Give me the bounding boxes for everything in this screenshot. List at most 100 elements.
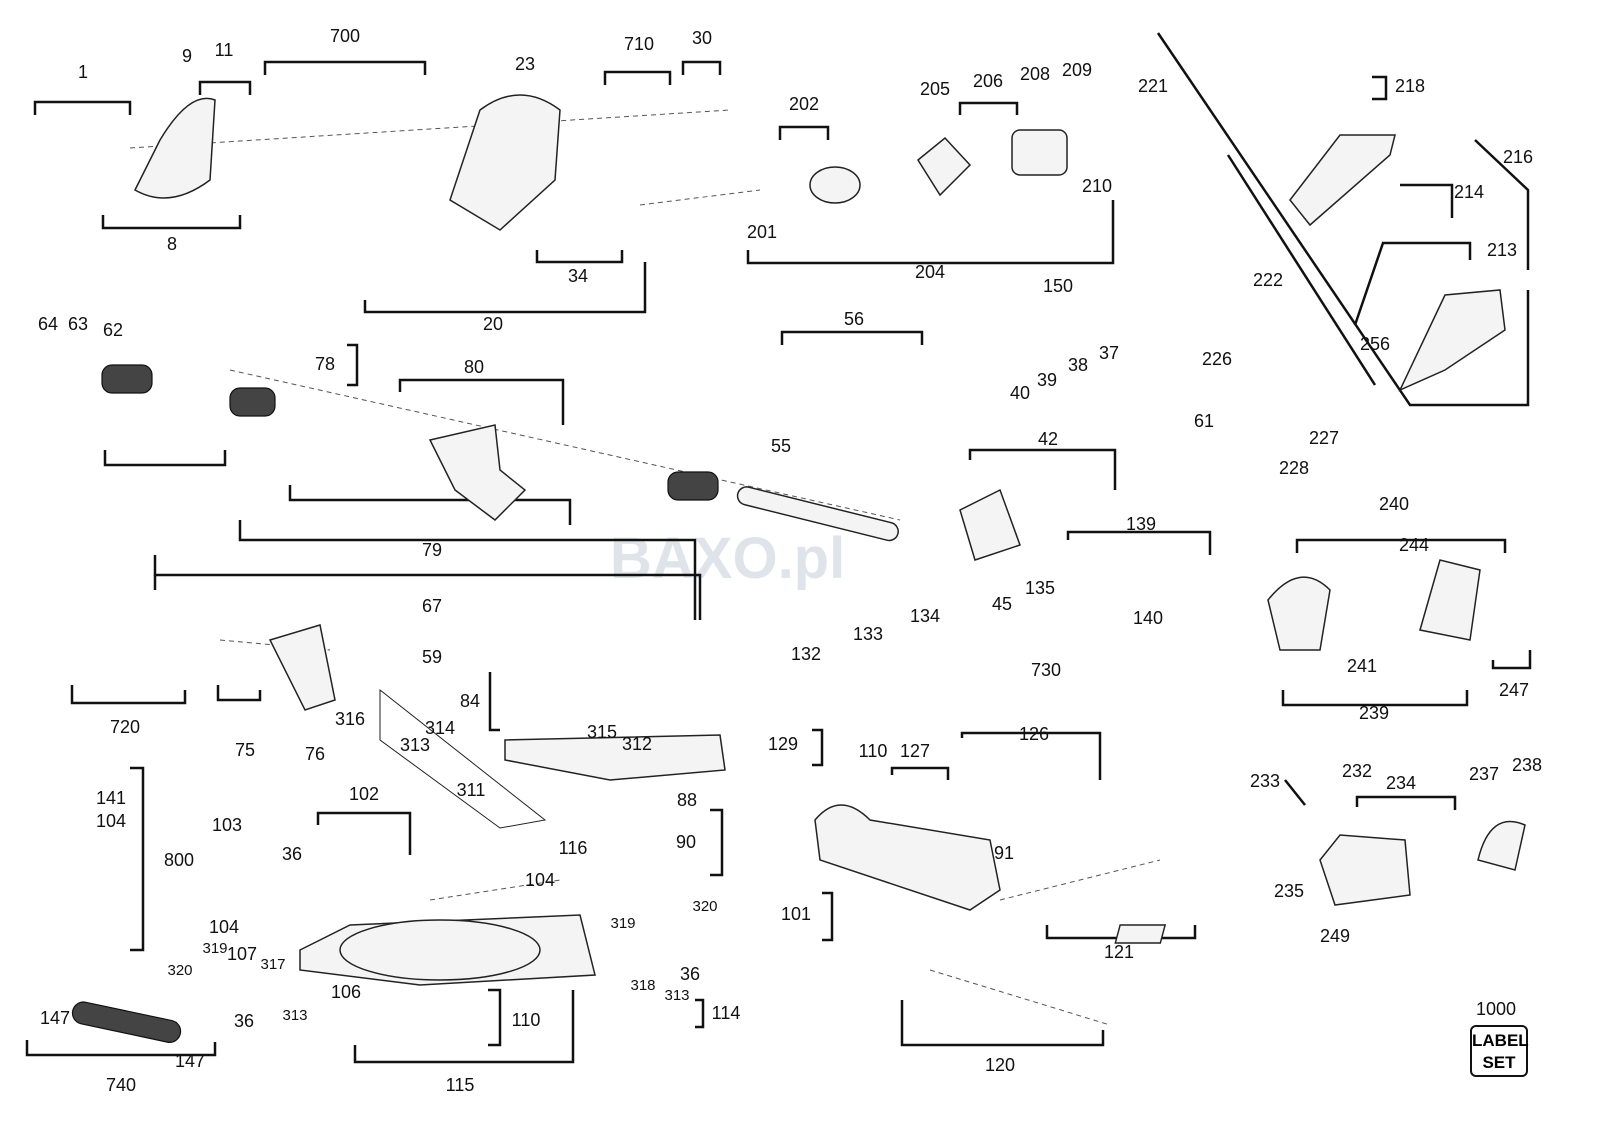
part-label-62: 62 <box>103 320 123 340</box>
part-label-700: 700 <box>330 26 360 46</box>
part-label-104: 104 <box>209 917 239 937</box>
part-label-36: 36 <box>680 964 700 984</box>
handle-upper <box>1289 134 1396 227</box>
part-label-238: 238 <box>1512 755 1542 775</box>
part-label-104: 104 <box>525 870 555 890</box>
part-label-75: 75 <box>235 740 255 760</box>
part-label-61: 61 <box>1194 411 1214 431</box>
part-label-213: 213 <box>1487 240 1517 260</box>
part-label-800: 800 <box>164 850 194 870</box>
part-label-730: 730 <box>1031 660 1061 680</box>
part-label-103: 103 <box>212 815 242 835</box>
part-label-232: 232 <box>1342 761 1372 781</box>
gear-housing <box>1319 834 1411 906</box>
part-label-209: 209 <box>1062 60 1092 80</box>
part-label-64: 64 <box>38 314 58 334</box>
part-label-40: 40 <box>1010 383 1030 403</box>
part-label-37: 37 <box>1099 343 1119 363</box>
part-label-150: 150 <box>1043 276 1073 296</box>
label-set-badge: LABEL SET <box>1470 1025 1529 1077</box>
part-label-134: 134 <box>910 606 940 626</box>
part-label-76: 76 <box>305 744 325 764</box>
slide-rod <box>736 486 899 542</box>
part-label-256: 256 <box>1360 334 1390 354</box>
part-label-317: 317 <box>260 956 285 973</box>
part-label-228: 228 <box>1279 458 1309 478</box>
part-label-127: 127 <box>900 741 930 761</box>
part-label-9: 9 <box>182 46 192 66</box>
part-label-110: 110 <box>859 741 888 761</box>
part-label-84: 84 <box>460 691 480 711</box>
part-label-235: 235 <box>1274 881 1304 901</box>
part-label-234: 234 <box>1386 773 1416 793</box>
part-label-147: 147 <box>40 1008 70 1028</box>
rail-end-left <box>101 364 153 394</box>
blower-cover <box>1419 559 1481 641</box>
part-label-244: 244 <box>1399 535 1429 555</box>
part-label-115: 115 <box>446 1075 475 1095</box>
turntable <box>339 919 541 981</box>
label-set-line2: SET <box>1482 1053 1516 1072</box>
part-label-312: 312 <box>622 734 652 754</box>
part-label-241: 241 <box>1347 656 1377 676</box>
part-label-247: 247 <box>1499 680 1529 700</box>
part-label-222: 222 <box>1253 270 1283 290</box>
part-label-63: 63 <box>68 314 88 334</box>
part-label-221: 221 <box>1138 76 1168 96</box>
part-label-11: 11 <box>215 40 234 60</box>
part-label-313: 313 <box>282 1007 307 1024</box>
part-label-710: 710 <box>624 34 654 54</box>
part-label-101: 101 <box>781 904 811 924</box>
part-label-30: 30 <box>692 28 712 48</box>
part-label-110: 110 <box>512 1010 541 1030</box>
stator <box>1011 129 1068 176</box>
part-label-139: 139 <box>1126 514 1156 534</box>
label-plate <box>1114 924 1167 944</box>
part-label-114: 114 <box>712 1003 741 1023</box>
part-label-132: 132 <box>791 644 821 664</box>
dust-hose <box>71 1001 182 1043</box>
part-label-315: 315 <box>587 722 617 742</box>
part-label-237: 237 <box>1469 764 1499 784</box>
part-label-218: 218 <box>1395 76 1425 96</box>
part-label-147: 147 <box>175 1051 205 1071</box>
part-label-216: 216 <box>1503 147 1533 167</box>
part-label-34: 34 <box>568 266 588 286</box>
cover-76 <box>268 624 336 711</box>
part-label-208: 208 <box>1020 64 1050 84</box>
part-label-316: 316 <box>335 709 365 729</box>
part-label-91: 91 <box>994 843 1014 863</box>
slide-carrier <box>428 424 527 521</box>
part-label-740: 740 <box>106 1075 136 1095</box>
part-label-239: 239 <box>1359 703 1389 723</box>
part-label-202: 202 <box>789 94 819 114</box>
part-label-226: 226 <box>1202 349 1232 369</box>
part-label-205: 205 <box>920 79 950 99</box>
armature <box>809 166 861 204</box>
part-label-1: 1 <box>78 62 88 82</box>
bevel-bracket <box>959 488 1021 561</box>
part-label-42: 42 <box>1038 429 1058 449</box>
part-label-67: 67 <box>422 596 442 616</box>
part-label-210: 210 <box>1082 176 1112 196</box>
part-label-55: 55 <box>771 436 791 456</box>
part-label-204: 204 <box>915 262 945 282</box>
part-label-59: 59 <box>422 647 442 667</box>
part-label-79: 79 <box>422 540 442 560</box>
bearing-plate <box>917 136 972 197</box>
blade-guard <box>134 97 216 199</box>
part-label-201: 201 <box>747 222 777 242</box>
part-label-116: 116 <box>559 838 588 858</box>
part-label-8: 8 <box>167 234 177 254</box>
part-label-80: 80 <box>464 357 484 377</box>
part-label-206: 206 <box>973 71 1003 91</box>
part-label-107: 107 <box>227 944 257 964</box>
part-label-126: 126 <box>1019 724 1049 744</box>
part-label-320: 320 <box>167 962 192 979</box>
part-label-106: 106 <box>331 982 361 1002</box>
part-label-104: 104 <box>96 811 126 831</box>
part-label-1000: 1000 <box>1476 999 1516 1019</box>
part-label-320: 320 <box>692 898 717 915</box>
part-label-36: 36 <box>282 844 302 864</box>
